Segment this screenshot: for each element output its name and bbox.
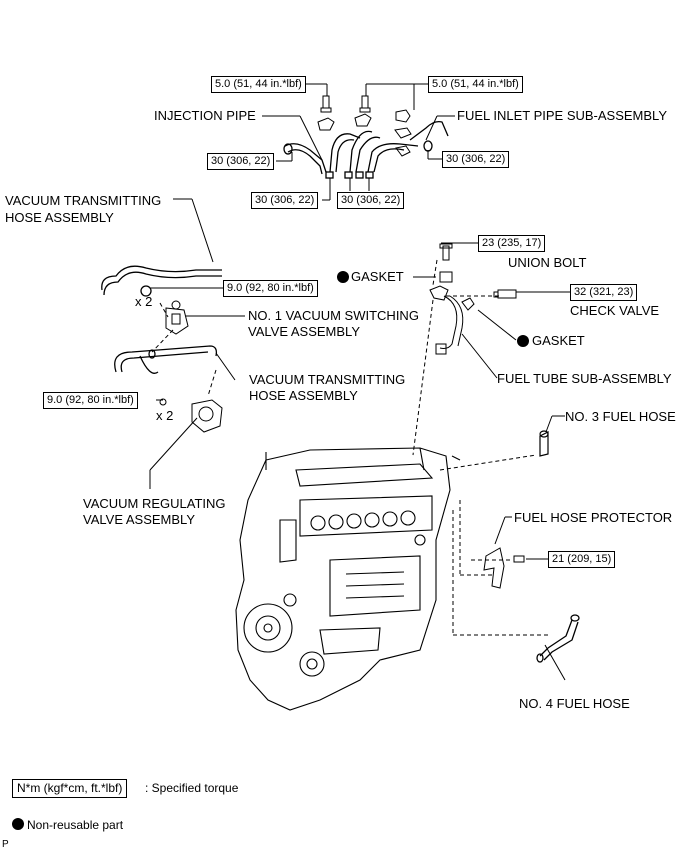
gasket-mid-dot: [517, 335, 529, 347]
torque-30-left: 30 (306, 22): [207, 153, 275, 170]
label-fuel-inlet-pipe: FUEL INLET PIPE SUB-ASSEMBLY: [457, 108, 667, 123]
label-union-bolt: UNION BOLT: [508, 255, 587, 270]
torque-9-top: 9.0 (92, 80 in.*lbf): [223, 280, 318, 297]
gasket-top-dot: [337, 271, 349, 283]
corner-mark: P: [2, 839, 9, 850]
engine-block: [235, 447, 461, 711]
vacuum-hose-1: [101, 265, 222, 297]
label-qty-x2-a: x 2: [135, 294, 153, 309]
label-vacuum-hose-1-line2: HOSE ASSEMBLY: [5, 210, 114, 225]
label-vacuum-hose-2-line1: VACUUM TRANSMITTING: [249, 372, 406, 387]
label-no3-fuel-hose: NO. 3 FUEL HOSE: [565, 409, 676, 424]
label-gasket-top: GASKET: [351, 269, 404, 284]
torque-30-bottom-left: 30 (306, 22): [251, 192, 319, 209]
fuel-hose-protector-part: [483, 547, 525, 589]
label-fuel-tube: FUEL TUBE SUB-ASSEMBLY: [497, 371, 672, 386]
label-check-valve: CHECK VALVE: [570, 303, 660, 318]
label-fuel-hose-protector: FUEL HOSE PROTECTOR: [514, 510, 673, 525]
dashed-guide-lines: [151, 259, 548, 636]
label-gasket-mid: GASKET: [532, 333, 585, 348]
legend-torque-desc: : Specified torque: [145, 781, 239, 795]
legend-nonreusable: Non-reusable part: [12, 817, 123, 833]
legend-torque-unit: N*m (kgf*cm, ft.*lbf): [12, 779, 128, 798]
torque-30-bottom-right: 30 (306, 22): [337, 192, 405, 209]
vacuum-hose-2: [114, 345, 218, 374]
nonreusable-dot-icon: [12, 818, 24, 830]
torque-21: 21 (209, 15): [548, 551, 616, 568]
torque-5-right: 5.0 (51, 44 in.*lbf): [428, 76, 523, 93]
fuel-tube-parts: [429, 243, 517, 355]
label-vsv-line2: VALVE ASSEMBLY: [248, 324, 360, 339]
label-vrv-line2: VALVE ASSEMBLY: [83, 512, 195, 527]
label-vrv-line1: VACUUM REGULATING: [83, 496, 226, 511]
label-vacuum-hose-1-line1: VACUUM TRANSMITTING: [5, 193, 162, 208]
torque-32: 32 (321, 23): [570, 284, 638, 301]
leader-lines: [149, 83, 570, 681]
label-vsv-line1: NO. 1 VACUUM SWITCHING: [248, 308, 419, 323]
label-qty-x2-b: x 2: [156, 408, 174, 423]
no4-fuel-hose-part: [536, 614, 580, 663]
torque-5-left: 5.0 (51, 44 in.*lbf): [211, 76, 306, 93]
legend-nonreusable-text: Non-reusable part: [27, 818, 124, 832]
vacuum-switching-valve: [165, 300, 189, 335]
label-vacuum-hose-2-line2: HOSE ASSEMBLY: [249, 388, 358, 403]
injection-pipe-bolts: [317, 95, 412, 157]
torque-30-right: 30 (306, 22): [442, 151, 510, 168]
torque-9-bottom: 9.0 (92, 80 in.*lbf): [43, 392, 138, 409]
injection-pipes: [283, 120, 449, 179]
vacuum-regulating-valve: [159, 398, 223, 433]
no3-fuel-hose-part: [539, 430, 549, 457]
torque-23: 23 (235, 17): [478, 235, 546, 252]
label-injection-pipe: INJECTION PIPE: [154, 108, 256, 123]
label-no4-fuel-hose: NO. 4 FUEL HOSE: [519, 696, 630, 711]
